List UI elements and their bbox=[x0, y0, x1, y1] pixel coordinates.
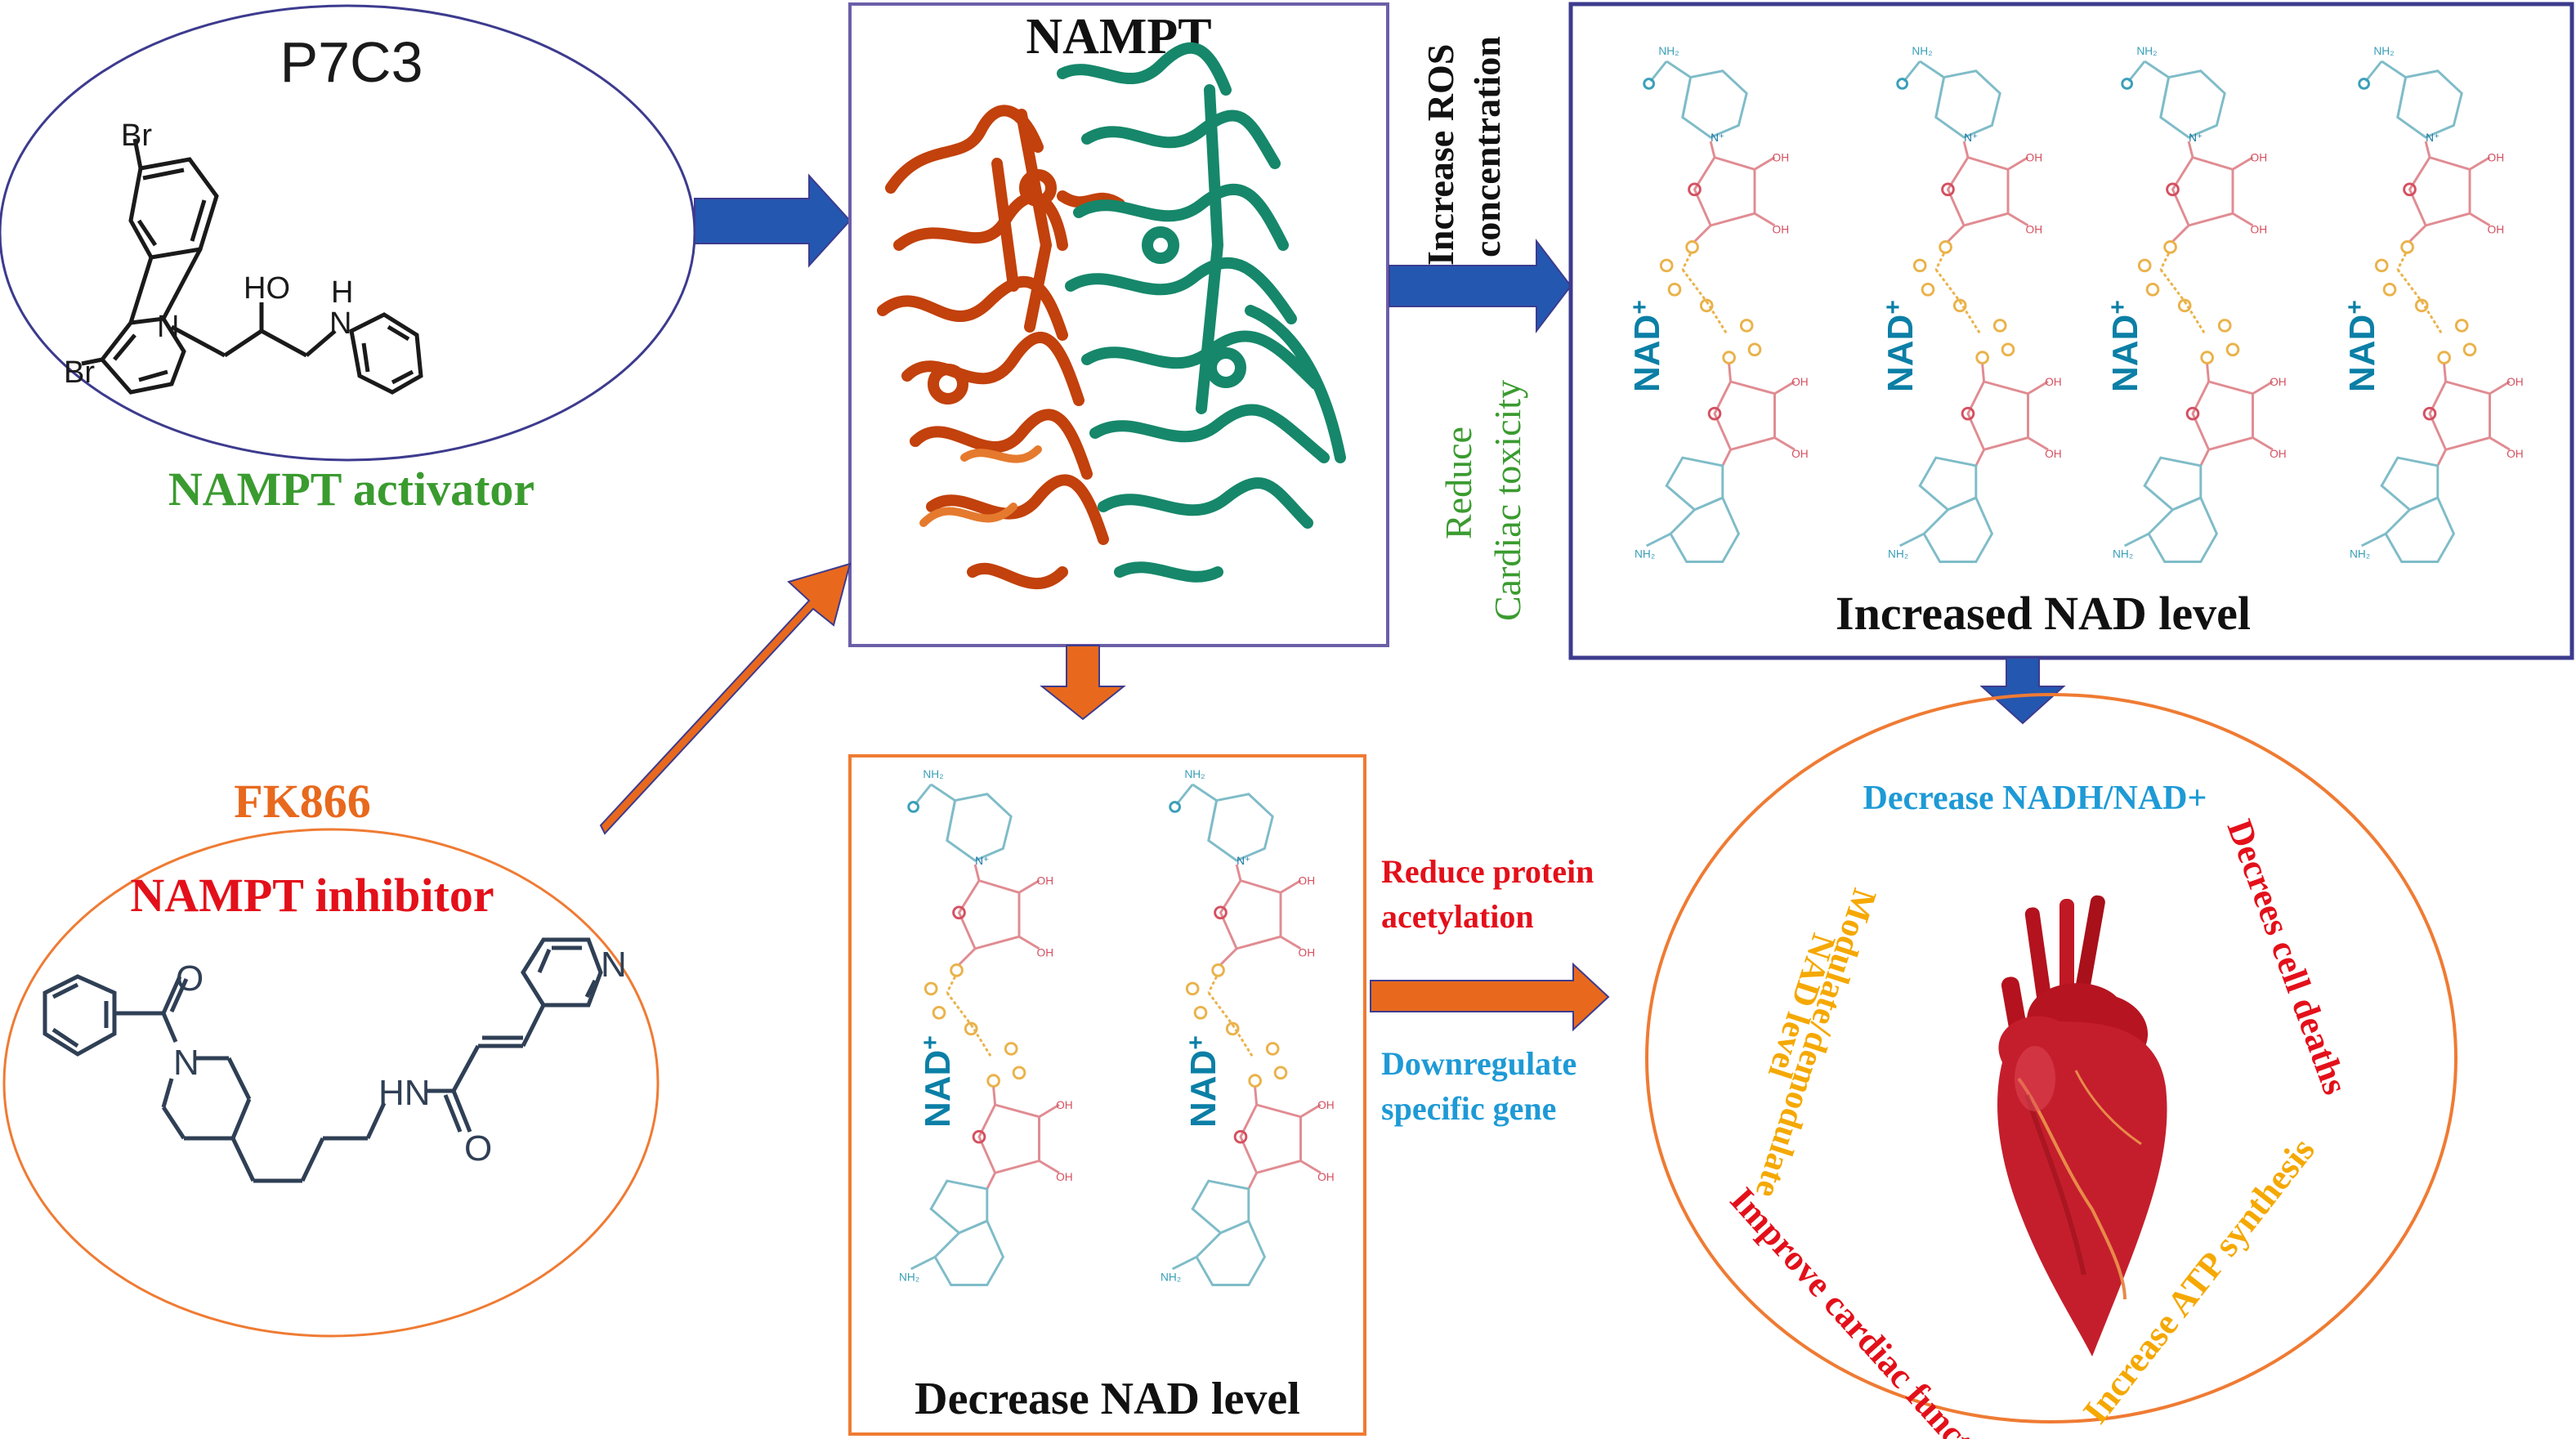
atom-nh-n: N bbox=[329, 306, 351, 341]
atom-n: N bbox=[157, 310, 179, 344]
arrow-nampt-to-decreased bbox=[1040, 645, 1126, 721]
inhibitor-role: NAMPT inhibitor bbox=[130, 869, 494, 922]
nad-label: NAD bbox=[1183, 1050, 1223, 1128]
nad-sup: + bbox=[1880, 300, 1907, 315]
nad-sup: + bbox=[2341, 300, 2368, 315]
atom-nh-h: H bbox=[331, 275, 353, 310]
effect-decrees-cell-deaths: Decrees cell deaths bbox=[2220, 815, 2356, 1100]
arrow-activator-to-nampt bbox=[694, 173, 852, 268]
atom-o-bottom: O bbox=[464, 1128, 492, 1169]
activator-name: P7C3 bbox=[280, 30, 423, 94]
atom-ho: HO bbox=[244, 271, 290, 306]
atom-o-top: O bbox=[176, 959, 203, 999]
svg-text:NAD+: NAD+ bbox=[917, 1035, 958, 1128]
svg-text:NAD+: NAD+ bbox=[1626, 300, 1667, 392]
nad-label: NAD bbox=[918, 1050, 958, 1128]
increased-nad-caption: Increased NAD level bbox=[1836, 587, 2251, 640]
svg-text:NAD+: NAD+ bbox=[1880, 300, 1921, 392]
activator-role: NAMPT activator bbox=[168, 463, 534, 516]
label-increase-ros-line1: Increase ROS bbox=[1420, 44, 1461, 266]
nampt-box bbox=[848, 2, 1389, 647]
label-reduce-protein-line2: acetylation bbox=[1381, 898, 1534, 935]
svg-text:NAD+: NAD+ bbox=[2341, 300, 2382, 392]
effect-improve-cardiac: Improve cardiac function bbox=[1723, 1180, 2014, 1439]
fk866-structure bbox=[42, 937, 603, 1183]
nad-sup: + bbox=[2104, 300, 2131, 315]
atom-hn: HN bbox=[378, 1073, 431, 1113]
label-reduce-line1: Reduce bbox=[1438, 427, 1479, 539]
atom-br-bottom: Br bbox=[64, 355, 95, 390]
arrow-inhibitor-to-nampt bbox=[599, 562, 852, 835]
p7c3-structure bbox=[81, 138, 423, 395]
arrow-increased-to-heart bbox=[1979, 657, 2066, 725]
increased-nad-panel bbox=[1568, 2, 2574, 660]
label-increase-ros-line2: concentration bbox=[1466, 36, 1508, 257]
label-downregulate-line1: Downregulate bbox=[1381, 1045, 1576, 1082]
nampt-protein-structure bbox=[877, 42, 1346, 589]
label-reduce-protein-line1: Reduce protein bbox=[1381, 853, 1594, 890]
nad-sup: + bbox=[1626, 300, 1653, 315]
svg-text:NAD+: NAD+ bbox=[1183, 1035, 1223, 1128]
nad-label: NAD bbox=[1627, 315, 1667, 392]
decreased-nad-panel bbox=[848, 754, 1366, 1436]
svg-text:NAD+: NAD+ bbox=[2104, 300, 2145, 392]
arrow-decreased-to-heart bbox=[1370, 962, 1610, 1032]
decreased-nad-labels: NAD+ NAD+ bbox=[917, 1035, 1223, 1128]
nampt-title: NAMPT bbox=[1026, 9, 1211, 65]
arrow-nampt-to-increased bbox=[1389, 239, 1572, 333]
atom-br-top: Br bbox=[121, 118, 152, 153]
heart-icon bbox=[1997, 895, 2167, 1356]
decreased-nad-caption: Decrease NAD level bbox=[915, 1374, 1300, 1424]
nad-label: NAD bbox=[1881, 315, 1921, 392]
atom-n-pyridine: N bbox=[601, 945, 627, 985]
atom-n-piperidine: N bbox=[173, 1043, 199, 1083]
inhibitor-name: FK866 bbox=[234, 775, 371, 828]
nad-label: NAD bbox=[2342, 315, 2382, 392]
label-reduce-line2: Cardiac toxicity bbox=[1487, 380, 1528, 621]
nad-sup: + bbox=[917, 1035, 944, 1050]
effect-decrease-nadh: Decrease NADH/NAD+ bbox=[1863, 780, 2207, 817]
label-downregulate-line2: specific gene bbox=[1381, 1090, 1556, 1127]
increased-nad-labels: NAD+ NAD+ NAD+ NAD+ bbox=[1626, 300, 2382, 392]
nad-label: NAD bbox=[2105, 315, 2145, 392]
nad-sup: + bbox=[1183, 1035, 1210, 1050]
inhibitor-ellipse bbox=[2, 828, 660, 1338]
heart-ellipse bbox=[1645, 693, 2457, 1423]
